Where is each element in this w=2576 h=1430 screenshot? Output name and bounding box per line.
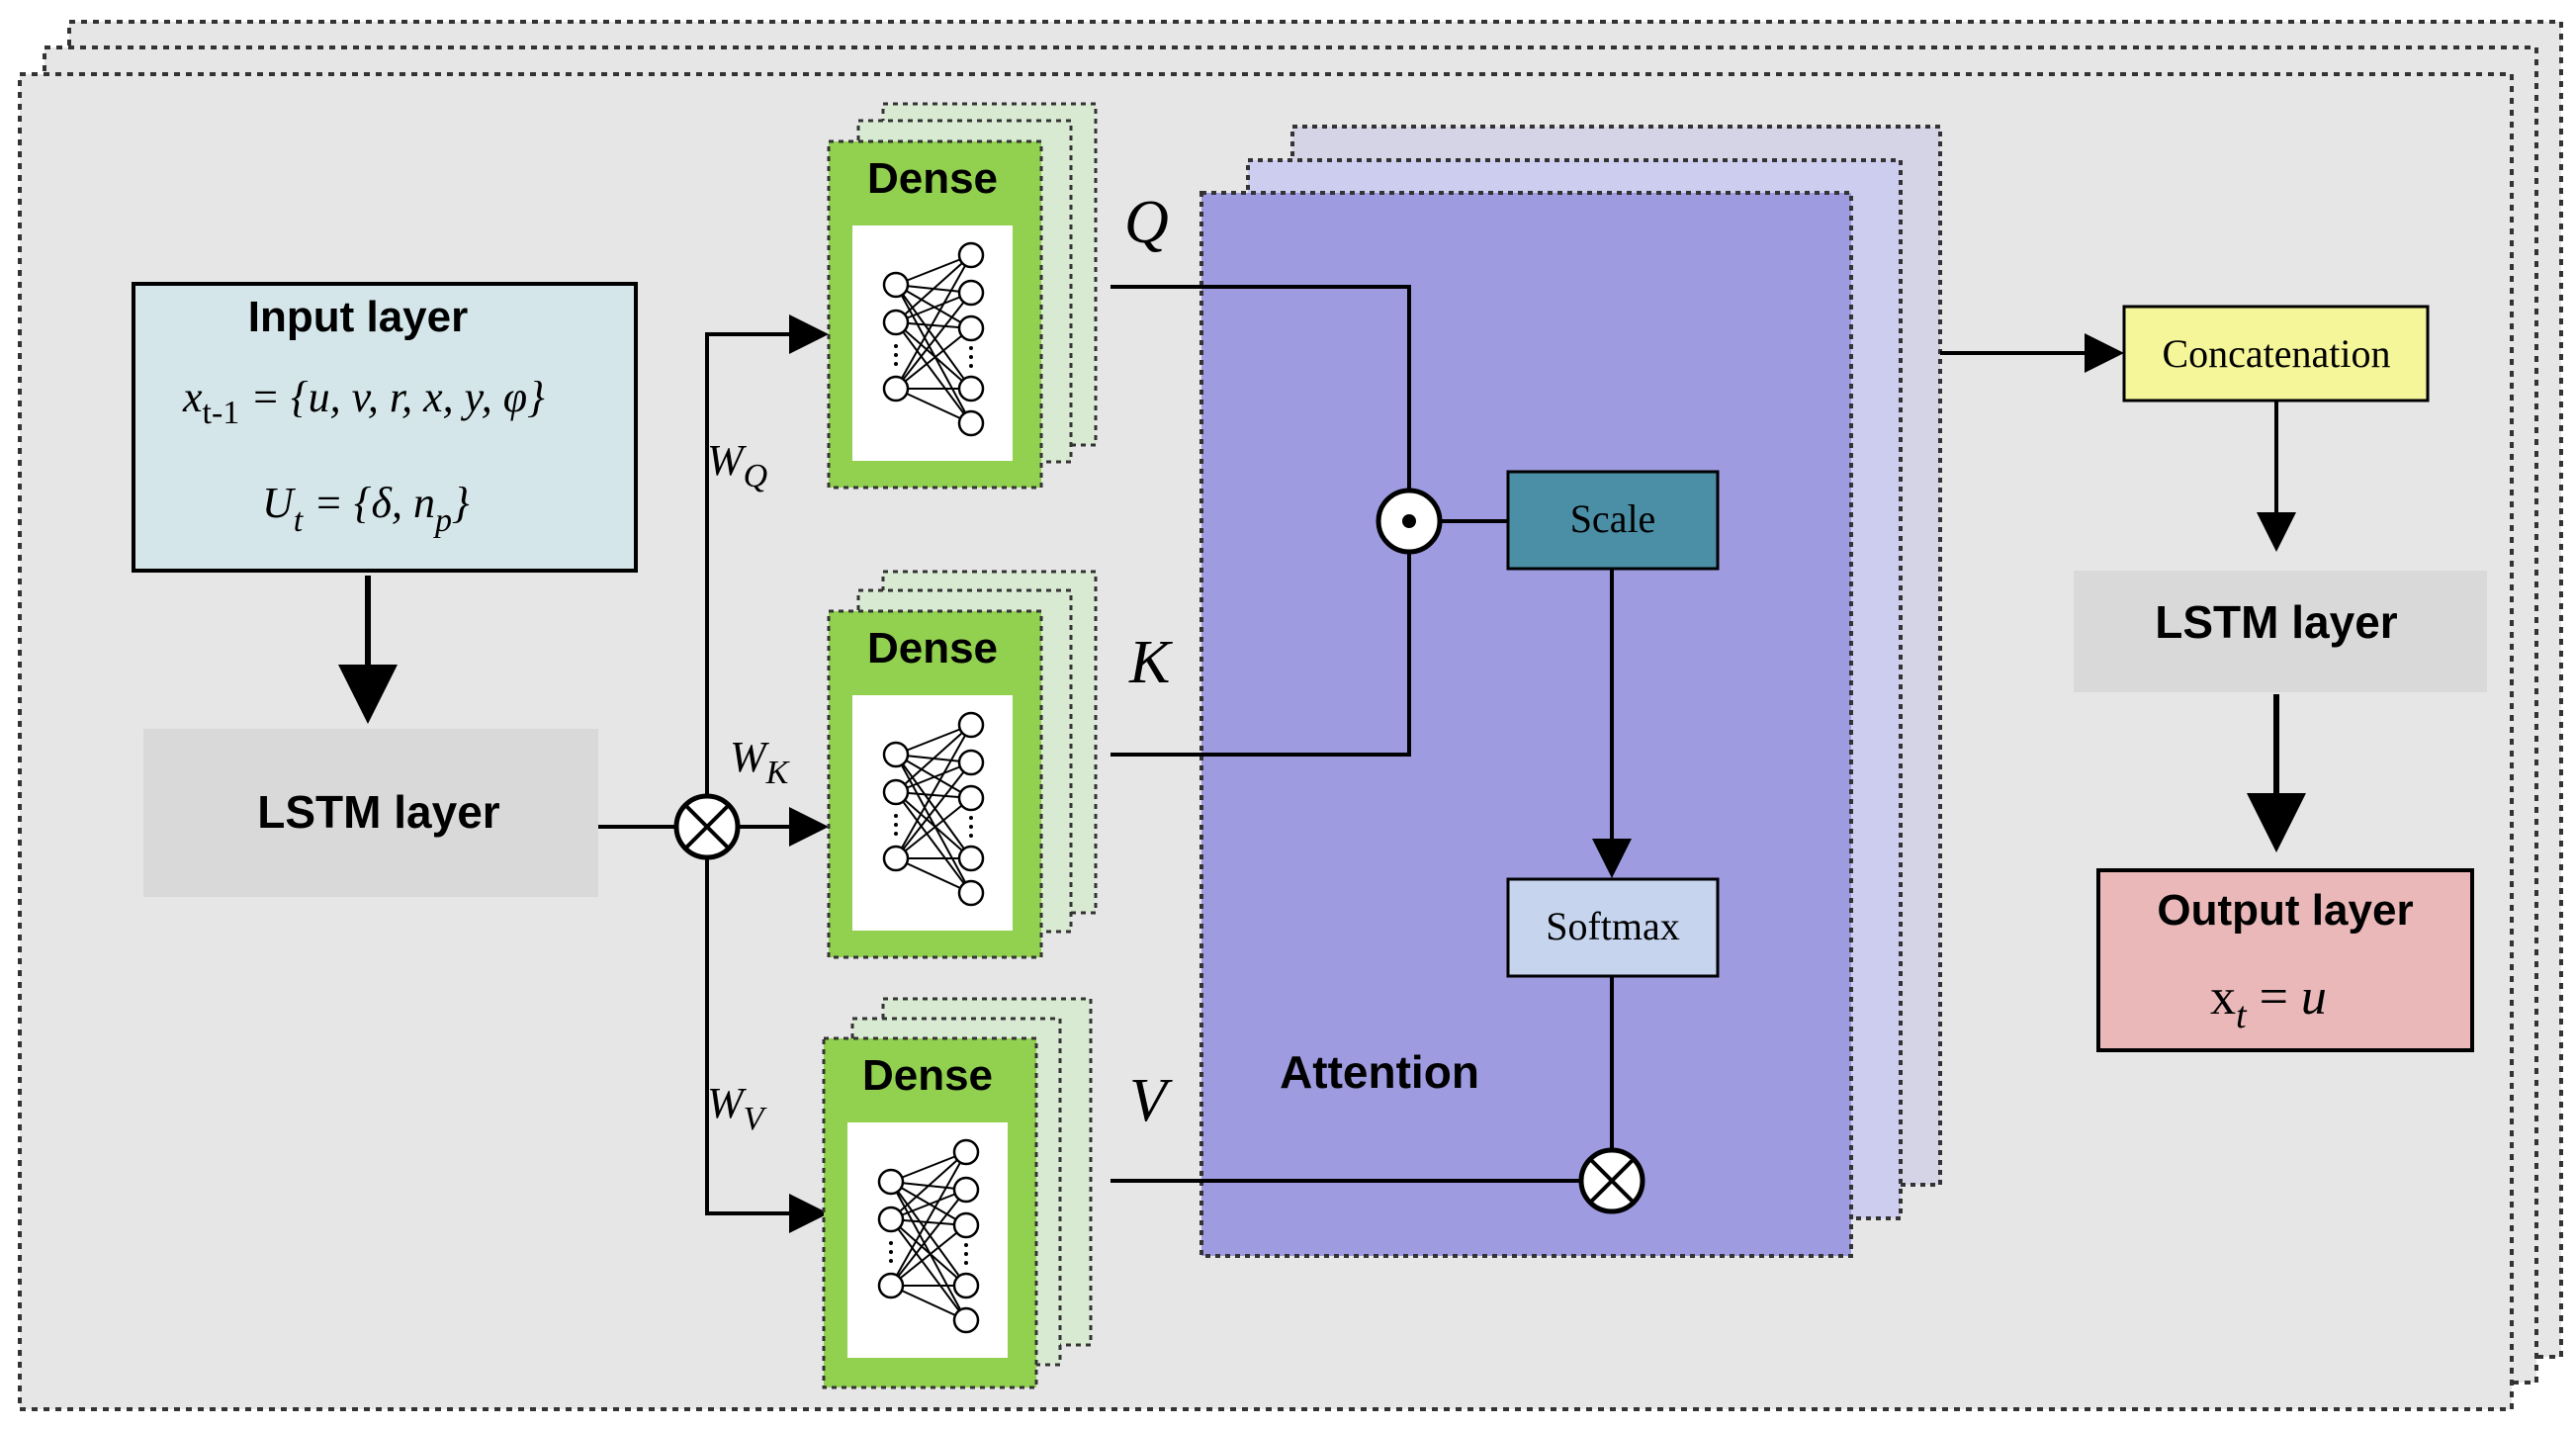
multiply-node-left	[673, 793, 741, 860]
concatenation-label: Concatenation	[2162, 331, 2390, 376]
k-label: K	[1128, 629, 1174, 696]
dot-product-node	[1376, 488, 1443, 555]
output-layer-title: Output layer	[2157, 886, 2413, 935]
dense-block-q: Dense	[827, 102, 1098, 490]
multiply-node-attention	[1578, 1147, 1645, 1214]
concatenation-box: Concatenation	[2122, 305, 2430, 402]
dense-v-label: Dense	[862, 1051, 993, 1100]
input-equation-u: Ut = {δ, np}	[262, 479, 470, 539]
q-label: Q	[1124, 189, 1169, 256]
lstm-right-label: LSTM layer	[2155, 596, 2398, 648]
dense-k-label: Dense	[867, 624, 998, 672]
v-label: V	[1129, 1067, 1173, 1134]
dense-block-k: Dense	[827, 570, 1098, 959]
input-equation-x: xt-1 = {u, v, r, x, y, φ}	[182, 373, 545, 431]
attention-stack: Attention	[1199, 125, 1942, 1258]
input-layer-box: Input layer xt-1 = {u, v, r, x, y, φ} Ut…	[132, 282, 638, 573]
attention-label: Attention	[1280, 1046, 1479, 1098]
branch-lines	[705, 314, 829, 1233]
lstm-left-label: LSTM layer	[257, 786, 500, 838]
softmax-label: Softmax	[1546, 904, 1680, 948]
dense-block-v: Dense	[822, 997, 1093, 1389]
scale-label: Scale	[1570, 496, 1656, 541]
dense-q-label: Dense	[867, 154, 998, 203]
qk-paths	[1110, 285, 1411, 757]
weight-label-wk: WK	[730, 733, 791, 791]
softmax-box: Softmax	[1506, 877, 1720, 978]
scale-box: Scale	[1506, 470, 1720, 571]
output-equation: xt = u	[2210, 969, 2327, 1036]
lstm-layer-right: LSTM layer	[2074, 571, 2487, 692]
lstm-layer-left: LSTM layer	[143, 729, 598, 897]
output-layer-box: Output layer xt = u	[2096, 868, 2474, 1052]
weight-label-wq: WQ	[707, 436, 767, 494]
input-layer-title: Input layer	[248, 293, 469, 341]
